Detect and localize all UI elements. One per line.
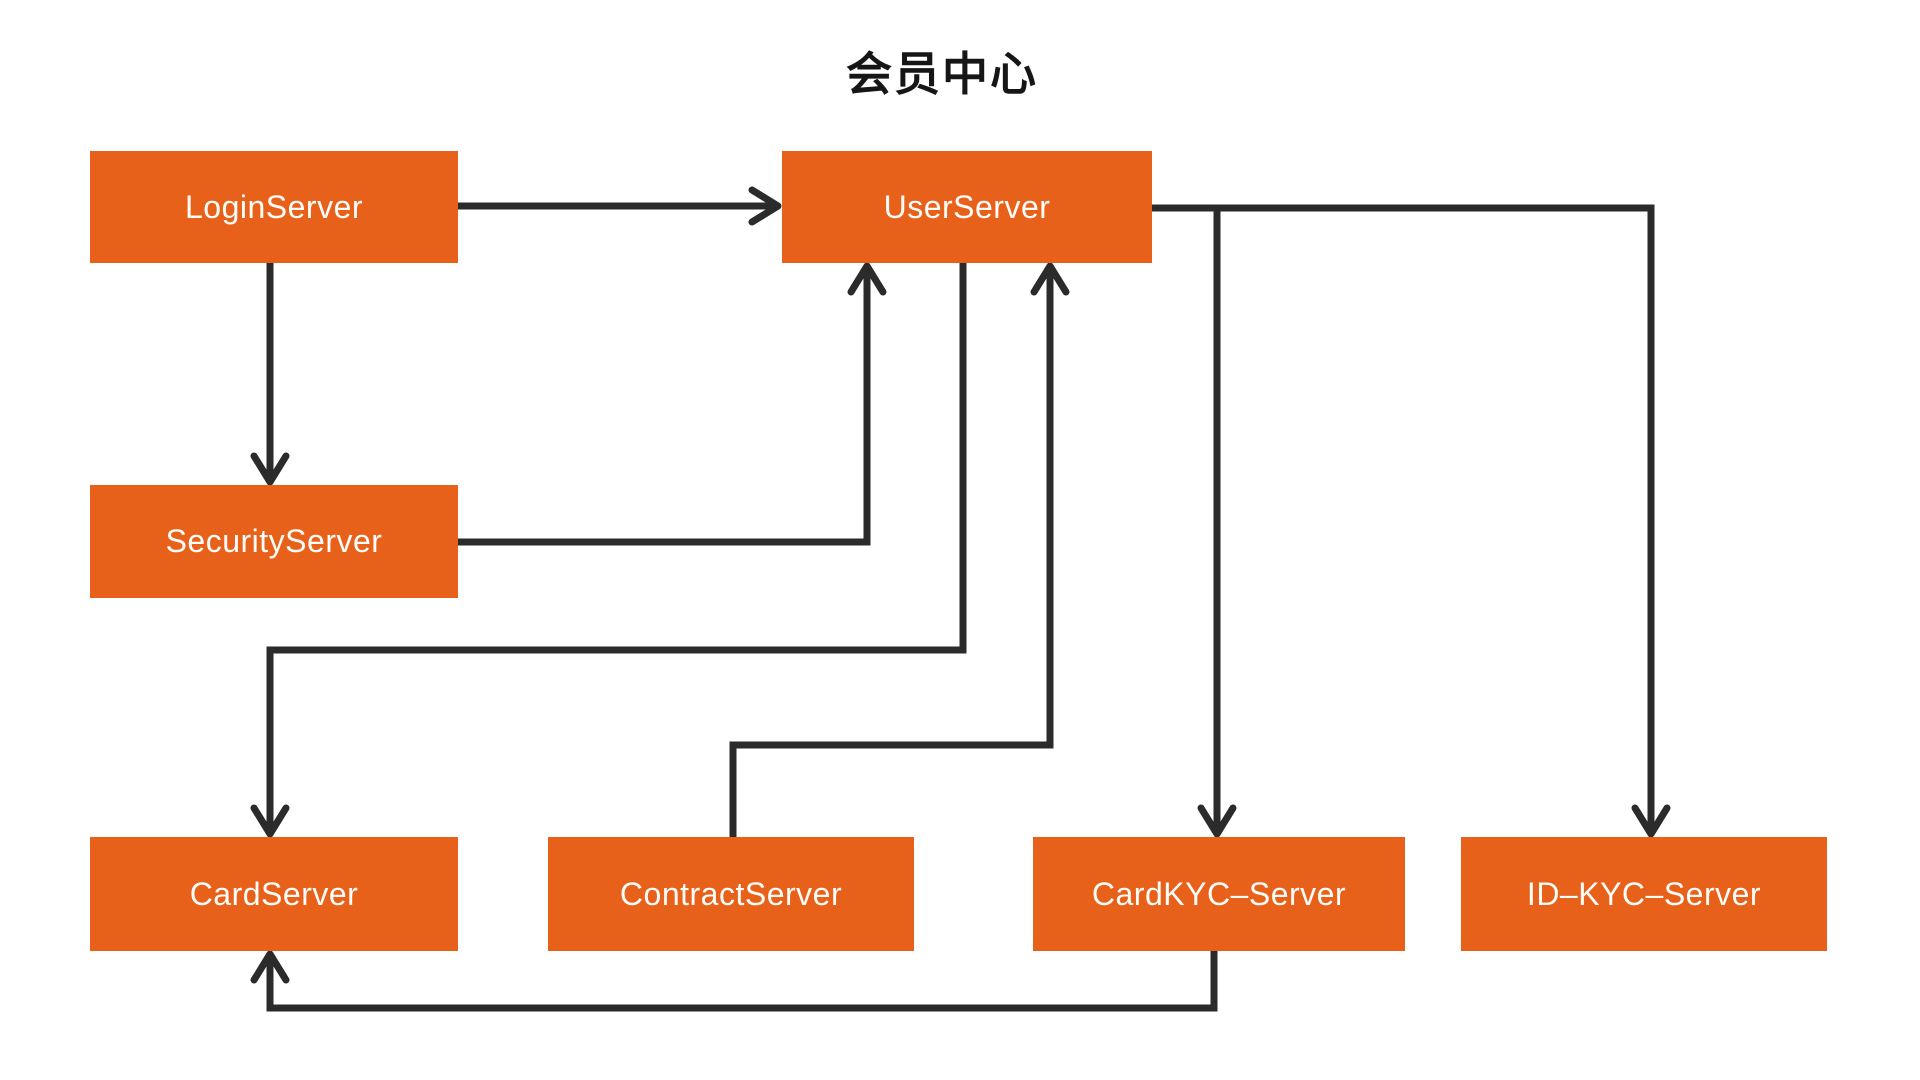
- node-userserver-label: UserServer: [883, 188, 1051, 225]
- node-contractserver-label: ContractServer: [619, 875, 843, 912]
- edge-userserver-to-idkycserver: [1152, 204, 1671, 838]
- node-cardkycserver: CardKYC–Server: [1033, 837, 1405, 951]
- node-idkycserver-label: ID–KYC–Server: [1526, 875, 1762, 912]
- edge-cardkycserver-to-cardserver: [250, 950, 1218, 1012]
- diagram-title: 会员中心: [846, 48, 1038, 100]
- node-cardkycserver-label: CardKYC–Server: [1091, 875, 1347, 912]
- edge-contractserver-to-userserver: [729, 262, 1070, 837]
- edge-userserver-to-cardkycserver: [1152, 204, 1237, 838]
- node-userserver: UserServer: [782, 151, 1152, 263]
- node-idkycserver: ID–KYC–Server: [1461, 837, 1827, 951]
- node-securityserver-label: SecurityServer: [165, 523, 383, 559]
- edge-securityserver-to-userserver: [458, 262, 887, 546]
- edge-userserver-to-cardserver: [250, 263, 967, 838]
- node-cardserver: CardServer: [90, 837, 458, 951]
- node-loginserver: LoginServer: [90, 151, 458, 263]
- node-loginserver-label: LoginServer: [184, 188, 364, 225]
- node-cardserver-label: CardServer: [189, 875, 359, 912]
- node-contractserver: ContractServer: [548, 837, 914, 951]
- node-securityserver: SecurityServer: [90, 485, 458, 598]
